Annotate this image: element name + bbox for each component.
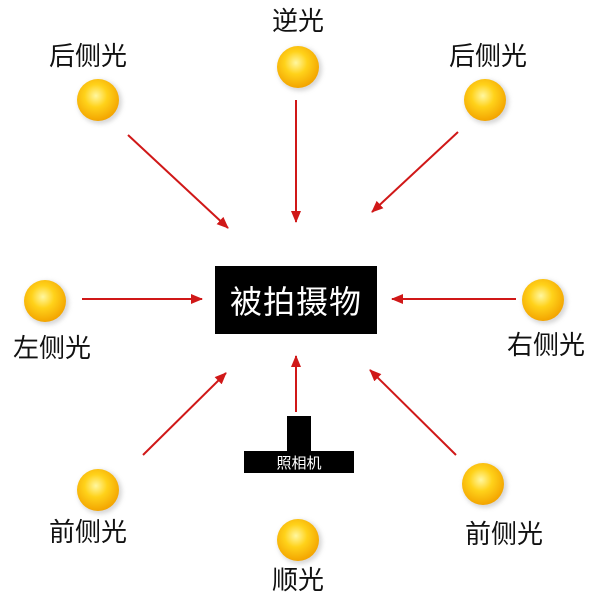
light-label-bottom: 顺光 xyxy=(271,566,325,596)
arrow-bottom-left xyxy=(142,372,227,456)
arrow-top-right xyxy=(371,131,459,213)
camera-body: 照相机 xyxy=(244,451,354,473)
light-label-top: 逆光 xyxy=(271,7,325,37)
light-label-right: 右侧光 xyxy=(506,331,586,361)
light-label-left: 左侧光 xyxy=(12,334,92,364)
subject-box: 被拍摄物 xyxy=(215,266,377,334)
subject-label: 被拍摄物 xyxy=(229,283,362,321)
light-label-bottom-right: 前侧光 xyxy=(464,520,544,550)
arrow-top-left xyxy=(127,134,229,229)
arrow-bottom-right xyxy=(369,369,457,456)
sun-icon-bottom-right xyxy=(462,463,504,505)
light-label-bottom-left: 前侧光 xyxy=(48,518,128,548)
sun-icon-bottom-left xyxy=(77,469,119,511)
sun-icon-top-left xyxy=(77,79,119,121)
arrows-group xyxy=(82,100,516,456)
sun-icon-top-right xyxy=(464,79,506,121)
suns-group xyxy=(24,46,567,564)
sun-icon-right xyxy=(522,279,564,321)
light-label-top-left: 后侧光 xyxy=(48,42,128,72)
sun-icon-bottom xyxy=(277,519,319,561)
sun-icon-left xyxy=(24,280,66,322)
camera-lens xyxy=(287,416,311,452)
camera-label: 照相机 xyxy=(276,453,322,472)
sun-icon-top xyxy=(277,46,319,88)
light-label-top-right: 后侧光 xyxy=(448,42,528,72)
